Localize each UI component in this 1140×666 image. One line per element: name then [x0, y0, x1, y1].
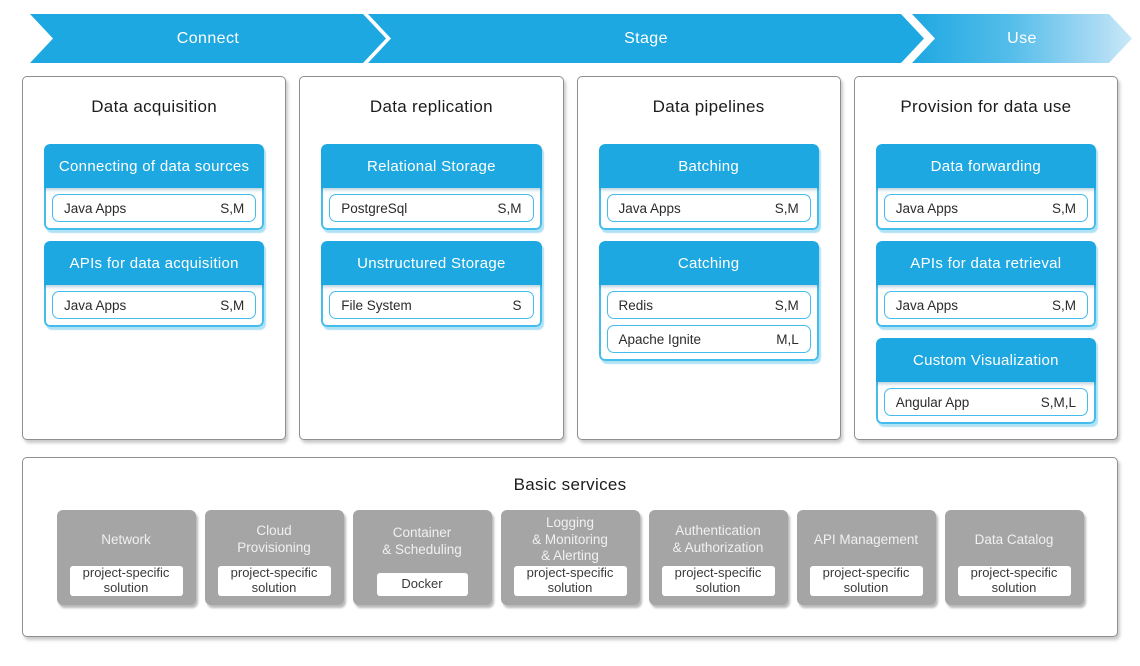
- item-row: Java Apps S,M: [883, 194, 1088, 222]
- service-solution: project-specific solution: [661, 565, 775, 596]
- service-card-authentication-authorization: Authentication & Authorization project-s…: [648, 510, 788, 605]
- capability-card: Custom Visualization Angular App S,M,L: [875, 338, 1096, 424]
- item-size: M,L: [776, 331, 799, 347]
- capability-card-title: Batching: [598, 144, 819, 188]
- service-title: API Management: [813, 531, 919, 547]
- capability-card-body: Angular App S,M,L: [875, 382, 1096, 424]
- capability-card-title: APIs for data acquisition: [44, 241, 265, 285]
- service-title: Container & Scheduling: [382, 525, 462, 557]
- service-solution: project-specific solution: [217, 565, 331, 596]
- item-row: Apache Ignite M,L: [606, 325, 811, 353]
- banner-step-label: Connect: [176, 29, 240, 47]
- item-row: Java Apps S,M: [883, 291, 1088, 319]
- capability-card: Connecting of data sources Java Apps S,M: [44, 144, 265, 230]
- service-card-container-scheduling: Container & Scheduling Docker: [352, 510, 492, 605]
- column-data-pipelines: Data pipelines Batching Java Apps S,M Ca…: [576, 76, 841, 440]
- service-title: Network: [101, 531, 151, 547]
- service-solution: project-specific solution: [513, 565, 627, 596]
- capability-card-title: Unstructured Storage: [321, 241, 542, 285]
- item-size: S,M: [1051, 297, 1076, 313]
- item-size: S,M,L: [1040, 394, 1076, 410]
- item-row: Java Apps S,M: [52, 194, 257, 222]
- capability-card: Unstructured Storage File System S: [321, 241, 542, 327]
- column-provision-for-data-use: Provision for data use Data forwarding J…: [853, 76, 1118, 440]
- item-size: S,M: [1051, 200, 1076, 216]
- item-label: Java Apps: [64, 297, 127, 313]
- service-card-cloud-provisioning: Cloud Provisioning project-specific solu…: [204, 510, 344, 605]
- capability-card: Relational Storage PostgreSql S,M: [321, 144, 542, 230]
- item-size: S,M: [220, 297, 245, 313]
- item-label: Java Apps: [895, 297, 959, 313]
- capability-card-title: Catching: [598, 241, 819, 285]
- item-label: Java Apps: [895, 200, 959, 216]
- banner-step-stage: Stage: [368, 14, 924, 63]
- capability-card-body: Java Apps S,M: [598, 188, 819, 230]
- item-size: S: [512, 297, 522, 313]
- basic-services-panel: Basic services Network project-specific …: [22, 457, 1118, 637]
- banner-step-connect: Connect: [30, 14, 386, 63]
- item-label: Java Apps: [64, 200, 127, 216]
- service-card-api-management: API Management project-specific solution: [796, 510, 936, 605]
- capability-card: APIs for data retrieval Java Apps S,M: [875, 241, 1096, 327]
- item-size: S,M: [497, 200, 522, 216]
- column-title: Data replication: [369, 97, 493, 116]
- service-card-network: Network project-specific solution: [56, 510, 196, 605]
- capability-card-body: PostgreSql S,M: [321, 188, 542, 230]
- banner-step-label: Stage: [624, 29, 668, 47]
- column-title: Data acquisition: [91, 97, 217, 116]
- capability-card-body: Java Apps S,M: [875, 188, 1096, 230]
- column-title: Data pipelines: [652, 97, 765, 116]
- item-size: S,M: [220, 200, 245, 216]
- column-data-acquisition: Data acquisition Connecting of data sour…: [22, 76, 287, 440]
- service-solution: project-specific solution: [809, 565, 923, 596]
- basic-services-row: Network project-specific solution Cloud …: [23, 510, 1117, 605]
- item-row: File System S: [329, 291, 534, 319]
- process-banner: Connect Stage Use: [0, 14, 1140, 63]
- banner-step-use: Use: [912, 14, 1132, 63]
- item-row: Java Apps S,M: [606, 194, 811, 222]
- banner-step-label: Use: [1007, 29, 1037, 47]
- item-size: S,M: [774, 297, 799, 313]
- item-label: Angular App: [895, 394, 970, 410]
- capability-card-title: Connecting of data sources: [44, 144, 265, 188]
- column-data-replication: Data replication Relational Storage Post…: [299, 76, 564, 440]
- service-card-logging-monitoring-alerting: Logging & Monitoring & Alerting project-…: [500, 510, 640, 605]
- capability-card: Catching Redis S,M Apache Ignite M,L: [598, 241, 819, 361]
- capability-card-body: Java Apps S,M: [44, 285, 265, 327]
- service-solution: project-specific solution: [69, 565, 183, 596]
- item-row: Redis S,M: [606, 291, 811, 319]
- capability-card: Batching Java Apps S,M: [598, 144, 819, 230]
- capability-card-body: Redis S,M Apache Ignite M,L: [598, 285, 819, 361]
- column-title: Provision for data use: [900, 97, 1072, 116]
- service-title: Logging & Monitoring & Alerting: [532, 514, 608, 564]
- item-label: Redis: [618, 297, 654, 313]
- capability-card-body: File System S: [321, 285, 542, 327]
- capability-card-body: Java Apps S,M: [875, 285, 1096, 327]
- service-solution: Docker: [376, 573, 468, 596]
- item-label: Java Apps: [618, 200, 681, 216]
- item-label: Apache Ignite: [618, 331, 702, 347]
- capability-card: Data forwarding Java Apps S,M: [875, 144, 1096, 230]
- service-solution: project-specific solution: [957, 565, 1071, 596]
- item-row: Angular App S,M,L: [883, 388, 1088, 416]
- capability-card-title: Relational Storage: [321, 144, 542, 188]
- service-title: Authentication & Authorization: [672, 523, 764, 555]
- basic-services-title: Basic services: [513, 475, 627, 494]
- service-title: Cloud Provisioning: [237, 523, 311, 555]
- capability-card-title: Data forwarding: [875, 144, 1096, 188]
- capability-card-title: Custom Visualization: [875, 338, 1096, 382]
- item-label: File System: [341, 297, 412, 313]
- item-size: S,M: [774, 200, 799, 216]
- capability-columns: Data acquisition Connecting of data sour…: [22, 76, 1118, 440]
- item-label: PostgreSql: [341, 200, 408, 216]
- item-row: Java Apps S,M: [52, 291, 257, 319]
- capability-card-body: Java Apps S,M: [44, 188, 265, 230]
- capability-card: APIs for data acquisition Java Apps S,M: [44, 241, 265, 327]
- service-card-data-catalog: Data Catalog project-specific solution: [944, 510, 1084, 605]
- item-row: PostgreSql S,M: [329, 194, 534, 222]
- capability-card-title: APIs for data retrieval: [875, 241, 1096, 285]
- service-title: Data Catalog: [974, 531, 1054, 547]
